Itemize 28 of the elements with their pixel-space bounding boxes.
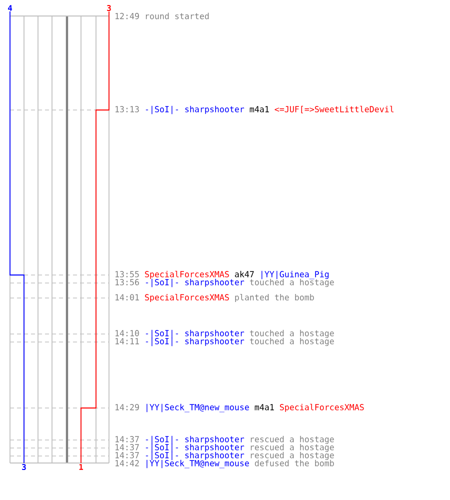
label: m4a1 <box>250 106 269 112</box>
log-entry: 14:10 -|SoI|- sharpshooter touched a hostage <box>116 330 334 338</box>
log-entry: 13:13 -|SoI|- sharpshooter m4a1 <=JUF[=>SweetLittleDevil <box>116 106 394 114</box>
label: m4a1 <box>254 404 274 410</box>
label: SpecialForcesXMAS <box>145 270 229 279</box>
label: ak47 <box>234 270 254 278</box>
log-entry: 14:29 |YY|Seck_TM@new_mouse m4a1 SpecialForcesXMAS <box>116 404 364 412</box>
label: 13:55 <box>116 271 139 278</box>
log-entry: 13:56 -|SoI|- sharpshooter touched a hostage <box>116 278 334 288</box>
count-number: 4 <box>7 4 13 12</box>
label: 13:13 <box>116 106 139 112</box>
log-entry: 14:37 -|SoI|- sharpshooter rescued a hostage <box>116 452 334 460</box>
log-entry: 14:01 SpecialForcesXMAS planted the bomb <box>116 294 314 302</box>
count-number: 1 <box>78 464 84 470</box>
label: |YY|Guinea_Pig <box>262 270 329 280</box>
log-entry: 13:55 SpecialForcesXMAS ak47 |YY|Guinea_Pig <box>116 270 329 280</box>
label: |YY|Seck_TM@new_mouse <box>146 404 249 412</box>
log-entry: 14:42 |YY|Seck_TM@new_mouse defused the bomb <box>116 460 334 468</box>
log-entry: 14:11 -|SoI|- sharpshooter touched a hostage <box>116 338 334 346</box>
label: 14:29 <box>116 404 139 410</box>
label: <=JUF[=>SweetLittleDevil <box>274 106 394 114</box>
count-number: 3 <box>106 4 112 12</box>
count-number: 3 <box>21 463 27 471</box>
log-entry: 14:37 -|SoI|- sharpshooter rescued a hostage <box>116 436 334 444</box>
log-entry: 12:49 round started <box>116 12 209 20</box>
label: -|SoI|- sharpshooter <box>146 106 244 114</box>
label: SpecialForcesXMAS <box>280 404 364 412</box>
log-entry: 14:37 -|SoI|- sharpshooter rescued a hostage <box>116 444 334 452</box>
